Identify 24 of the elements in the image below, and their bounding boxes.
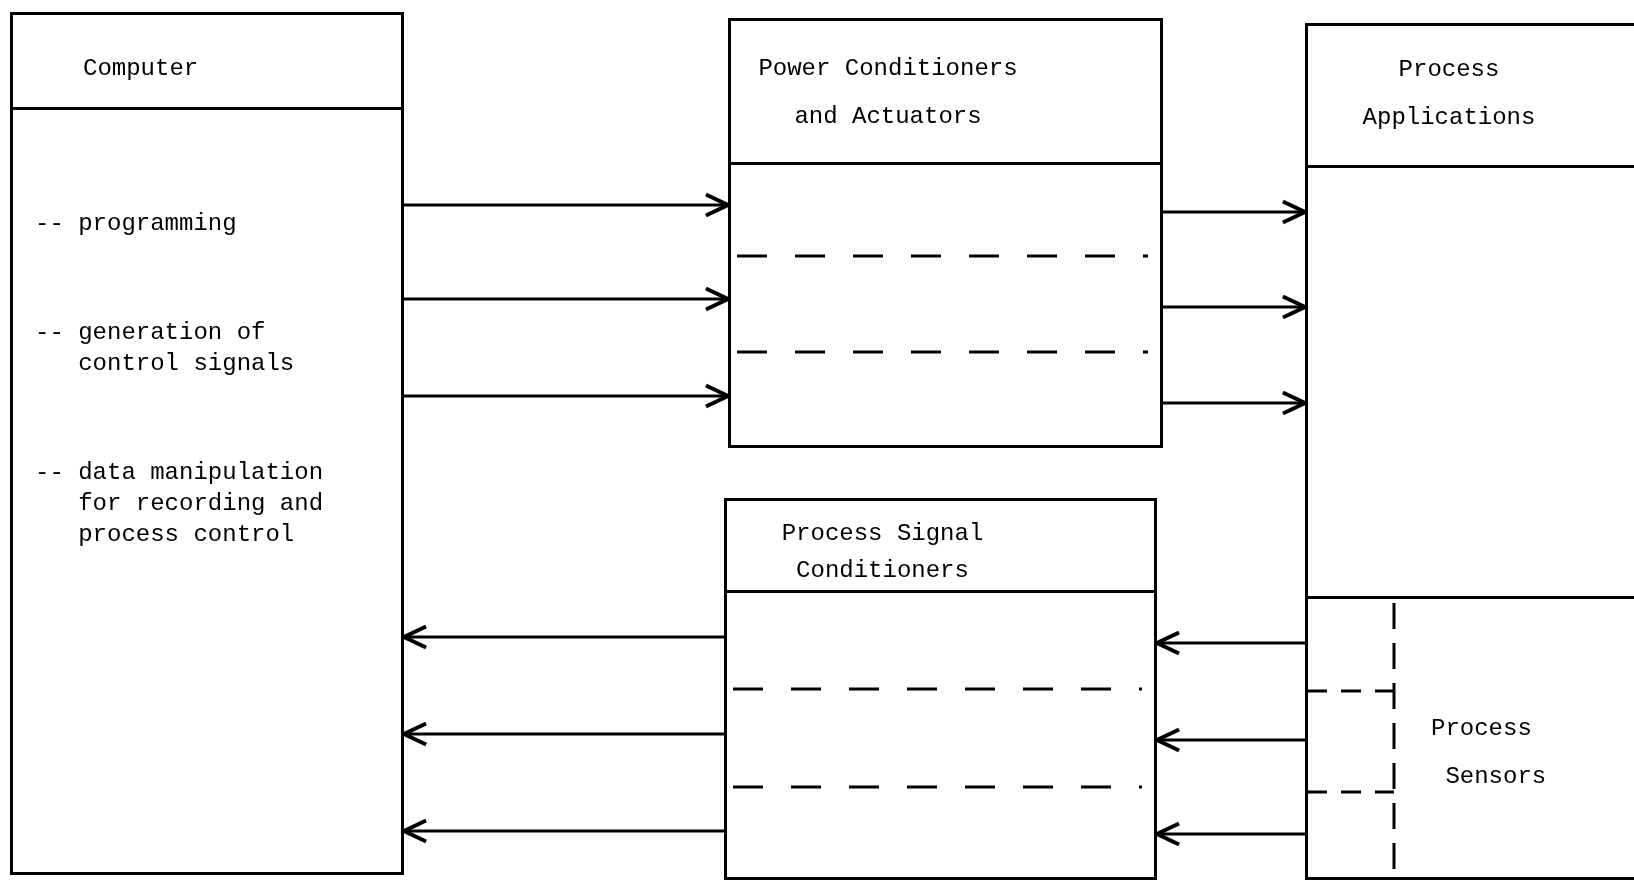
block-box [10,12,404,875]
box-title: Power Conditioners and Actuators [758,55,1018,130]
arrow [402,818,724,844]
box-title: Computer [83,55,199,82]
arrow [1163,199,1307,225]
arrow [402,624,724,650]
box-title: Process Applications [1362,56,1536,131]
arrow [404,383,730,409]
arrow [1155,630,1305,656]
block-box [724,498,1157,880]
arrow [1155,727,1305,753]
arrow [1163,294,1307,320]
box-title: Process Signal Conditioners [781,520,984,584]
arrow [1163,390,1307,416]
arrow [402,721,724,747]
list-item: -- programming [35,209,238,239]
arrow [404,192,730,218]
block-box [728,18,1163,448]
block-box [1305,23,1634,880]
arrow [404,286,730,312]
list-item: -- generation of control signals [35,318,296,379]
box-label: Process Sensors [1431,714,1548,792]
arrow [1155,821,1305,847]
list-item: -- data manipulation for recording and process control [35,458,324,550]
